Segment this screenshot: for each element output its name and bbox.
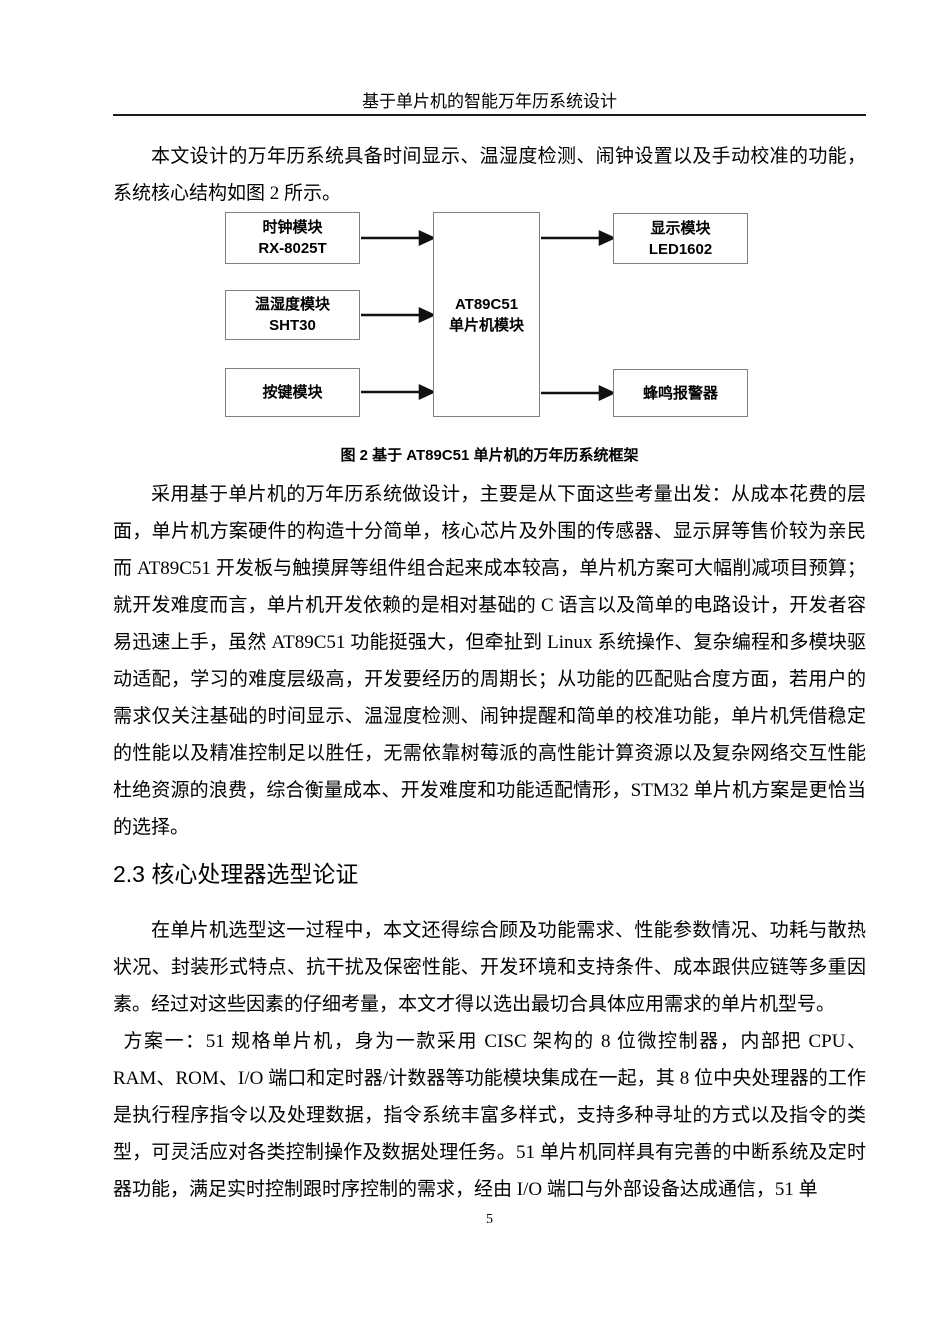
block-label: AT89C51: [454, 295, 519, 313]
block-label: 显示模块: [650, 219, 711, 237]
arrow-head-icon: [418, 383, 437, 401]
block-display-module: 显示模块 LED1602: [613, 213, 748, 264]
block-key-module: 按键模块: [225, 368, 360, 417]
block-label: 时钟模块: [262, 219, 323, 236]
header-title: 基于单片机的智能万年历系统设计: [362, 92, 617, 111]
block-label: 按键模块: [262, 384, 323, 401]
selection-paragraph: 在单片机选型这一过程中，本文还得综合顾及功能需求、性能参数情况、功耗与散热状况、…: [113, 920, 866, 1015]
block-mcu-module: AT89C51 单片机模块: [433, 212, 540, 417]
system-block-diagram: 时钟模块 RX-8025T 温湿度模块 SHT30 按键模块 AT89C51 单…: [113, 212, 866, 418]
block-buzzer-module: 蜂鸣报警器: [613, 369, 748, 417]
block-clock-module: 时钟模块 RX-8025T: [225, 212, 360, 264]
block-sublabel: LED1602: [648, 240, 713, 258]
page-header: 基于单片机的智能万年历系统设计: [113, 90, 866, 116]
intro-paragraph: 本文设计的万年历系统具备时间显示、温湿度检测、闹钟设置以及手动校准的功能，系统核…: [113, 146, 866, 204]
figure-caption: 图 2 基于 AT89C51 单片机的万年历系统框架: [340, 447, 639, 464]
arrow-head-icon: [418, 229, 437, 247]
page-number: 5: [486, 1212, 493, 1227]
block-sublabel: 单片机模块: [448, 316, 524, 334]
block-label: 蜂鸣报警器: [642, 384, 718, 402]
block-sublabel: SHT30: [269, 317, 316, 334]
scheme-one-paragraph: 方案一：51 规格单片机，身为一款采用 CISC 架构的 8 位微控制器，内部把…: [113, 1031, 866, 1200]
section-heading: 2.3 核心处理器选型论证: [113, 861, 359, 887]
discussion-paragraph: 采用基于单片机的万年历系统做设计，主要是从下面这些考量出发：从成本花费的层面，单…: [113, 484, 866, 838]
block-humidity-module: 温湿度模块 SHT30: [225, 290, 360, 340]
block-sublabel: RX-8025T: [258, 240, 327, 257]
arrow-head-icon: [418, 306, 437, 324]
arrow-head-icon: [598, 229, 617, 247]
diagram-connectors: [361, 229, 617, 402]
block-label: 温湿度模块: [254, 296, 330, 313]
arrow-head-icon: [598, 384, 617, 402]
